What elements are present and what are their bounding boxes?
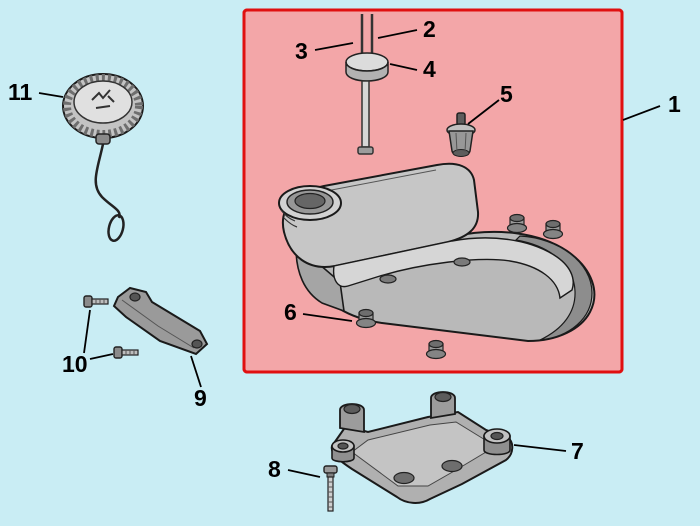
- breather-valve: [446, 112, 476, 157]
- callout-label-8: 8: [268, 456, 281, 482]
- tether-cord: [94, 143, 121, 219]
- callout-label-4: 4: [423, 56, 436, 82]
- callout-label-9: 9: [194, 385, 207, 411]
- strap-bracket-hole-2: [191, 339, 203, 349]
- highlight-box-border: [242, 8, 624, 374]
- bolt: [323, 465, 338, 512]
- filler-neck-threads: [280, 209, 298, 228]
- pickup-tube: [361, 80, 370, 148]
- tank-channel: [332, 237, 574, 300]
- mounting-bracket: [330, 391, 514, 504]
- strap-bracket-edge: [121, 299, 195, 349]
- grommet-top-right: [542, 219, 564, 240]
- callout-label-3: 3: [295, 38, 308, 64]
- callout-label-7: 7: [571, 438, 584, 464]
- cap-top-face: [73, 80, 133, 124]
- bracket-slot-2: [441, 459, 463, 473]
- tank-channel-hole-2: [453, 257, 471, 267]
- leader-line-11: [38, 92, 64, 98]
- leader-line-3: [314, 42, 354, 51]
- grommet-bottom-center: [425, 339, 447, 360]
- bracket-ear-left-hole: [343, 403, 361, 415]
- bolt-threads: [328, 481, 333, 508]
- leader-line-9: [190, 355, 202, 388]
- grommet-top-left: [506, 213, 528, 234]
- bracket-ear-right-hole: [434, 391, 452, 403]
- strap-bracket-hole-1: [129, 292, 141, 302]
- valve-rib-2: [464, 132, 467, 153]
- leader-line-4: [389, 63, 418, 71]
- tether-loop: [107, 214, 125, 242]
- pipe-grommet-body: [345, 61, 389, 82]
- callout-label-10: 10: [62, 351, 88, 377]
- bracket-boss-left-hole: [337, 442, 349, 450]
- bolt-collar: [326, 472, 335, 478]
- valve-bottom: [452, 149, 470, 157]
- bracket-slot-1: [393, 471, 415, 485]
- callout-label-2: 2: [423, 16, 436, 42]
- callout-label-11: 11: [8, 79, 33, 105]
- valve-rib: [455, 132, 458, 153]
- bracket-boss-right-hole: [490, 431, 504, 441]
- bolt-head: [323, 465, 338, 474]
- leader-line-7: [513, 444, 567, 452]
- cap-logo-mark: [91, 89, 115, 109]
- callout-label-5: 5: [500, 81, 513, 107]
- filler-neck-opening: [294, 192, 326, 210]
- screw-lower: [113, 346, 139, 359]
- leader-line-10b: [89, 353, 114, 360]
- screw-upper: [83, 295, 109, 308]
- leader-line-2: [377, 29, 418, 39]
- strap-bracket: [112, 286, 209, 356]
- fuel-cap: [62, 73, 144, 242]
- callout-label-1: 1: [668, 91, 681, 117]
- strap-bracket-body: [112, 286, 209, 356]
- leader-line-8: [287, 469, 321, 478]
- leader-line-5: [467, 99, 500, 125]
- tether-strap: [95, 133, 111, 145]
- fuel-line-assembly: [345, 14, 389, 155]
- grommet-bottom-left: [355, 308, 377, 329]
- leader-line-1: [622, 105, 661, 121]
- fuel-tank: [278, 162, 596, 343]
- leader-line-6: [302, 313, 353, 322]
- pickup-tube-foot: [357, 146, 374, 155]
- tank-channel-hole-1: [379, 274, 397, 284]
- bolt-shaft: [327, 476, 334, 512]
- callout-label-6: 6: [284, 299, 297, 325]
- leader-line-10a: [83, 309, 91, 354]
- valve-stem: [456, 112, 466, 126]
